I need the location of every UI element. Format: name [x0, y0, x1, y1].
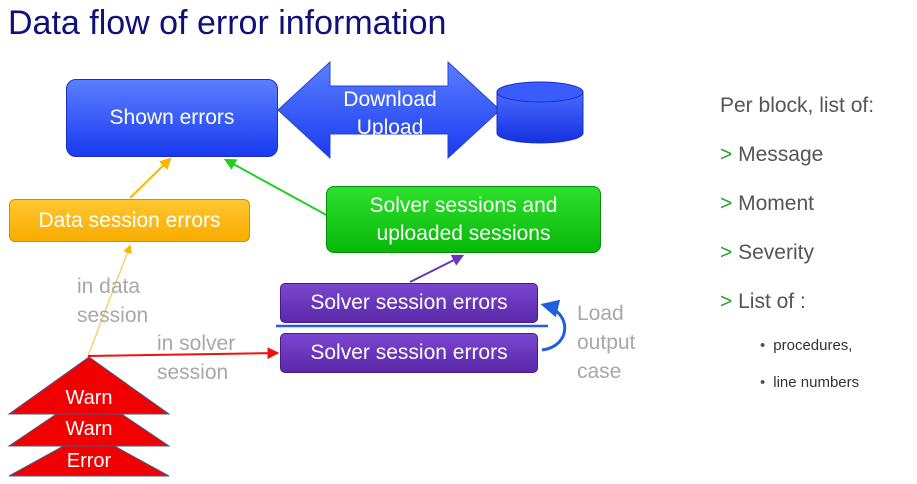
in-data-line2: session [77, 304, 149, 327]
download-upload-label: Download Upload [320, 86, 460, 142]
list-marker: > [720, 241, 733, 264]
side-sub-item: • line numbers [760, 374, 859, 391]
shown-errors-label: Shown errors [109, 106, 235, 129]
download-label: Download [343, 88, 437, 111]
warn-triangle-top [7, 356, 171, 415]
solver-session-errors-label-upper: Solver session errors [310, 291, 508, 314]
side-list-item-label: Message [738, 143, 824, 166]
bullet-icon: • [760, 374, 766, 391]
orange-arrow-upper [129, 157, 172, 199]
error-label: Error [66, 450, 112, 472]
page-title: Data flow of error information [8, 4, 447, 42]
side-list-item: > Severity [720, 241, 814, 265]
side-list-item-label: Moment [738, 192, 814, 215]
side-sub-item: • procedures, [760, 337, 852, 354]
load-line3: case [577, 360, 622, 383]
warn-triangle-middle [7, 391, 171, 447]
in-solver-line1: in solver [157, 332, 236, 355]
side-list-item-label: Severity [738, 241, 814, 264]
in-data-session-label: in data session [77, 272, 148, 330]
bullet-icon: • [760, 337, 766, 354]
solver-session-errors-box-lower: Solver session errors [280, 333, 538, 373]
list-marker: > [720, 143, 733, 166]
solver-session-errors-label-lower: Solver session errors [310, 341, 508, 364]
side-list-item: > List of : [720, 290, 806, 314]
database-icon [496, 81, 584, 144]
side-list-heading: Per block, list of: [720, 94, 875, 117]
side-list-item: > Message [720, 143, 823, 167]
load-line1: Load [577, 302, 624, 325]
list-marker: > [720, 290, 733, 313]
error-triangle [8, 431, 170, 477]
in-solver-session-label: in solver session [157, 329, 235, 387]
warn-label-top: Warn [65, 387, 113, 409]
data-session-errors-label: Data session errors [38, 208, 221, 232]
solver-sessions-label-line2: uploaded sessions [376, 221, 551, 245]
list-marker: > [720, 192, 733, 215]
orange-arrow-lower [87, 244, 132, 357]
side-list-item-label: List of : [738, 290, 806, 313]
solver-sessions-box: Solver sessions and uploaded sessions [326, 186, 601, 253]
solver-session-errors-box-upper: Solver session errors [280, 283, 538, 323]
load-curve-arrow [540, 299, 567, 352]
green-arrow [223, 158, 331, 218]
data-session-errors-box: Data session errors [9, 199, 250, 242]
red-arrow [87, 347, 280, 360]
in-solver-line2: session [157, 361, 229, 384]
load-output-case-label: Load output case [577, 299, 635, 386]
in-data-line1: in data [77, 275, 141, 298]
side-sub-item-label: procedures, [773, 337, 853, 354]
warn-label-middle: Warn [65, 418, 113, 440]
side-list-item: > Moment [720, 192, 814, 216]
purple-arrow [409, 254, 465, 283]
solver-sessions-label-line1: Solver sessions and [369, 193, 558, 217]
shown-errors-box: Shown errors [66, 79, 278, 157]
upload-label: Upload [356, 116, 424, 139]
side-sub-item-label: line numbers [773, 374, 860, 391]
load-line2: output [577, 331, 636, 354]
